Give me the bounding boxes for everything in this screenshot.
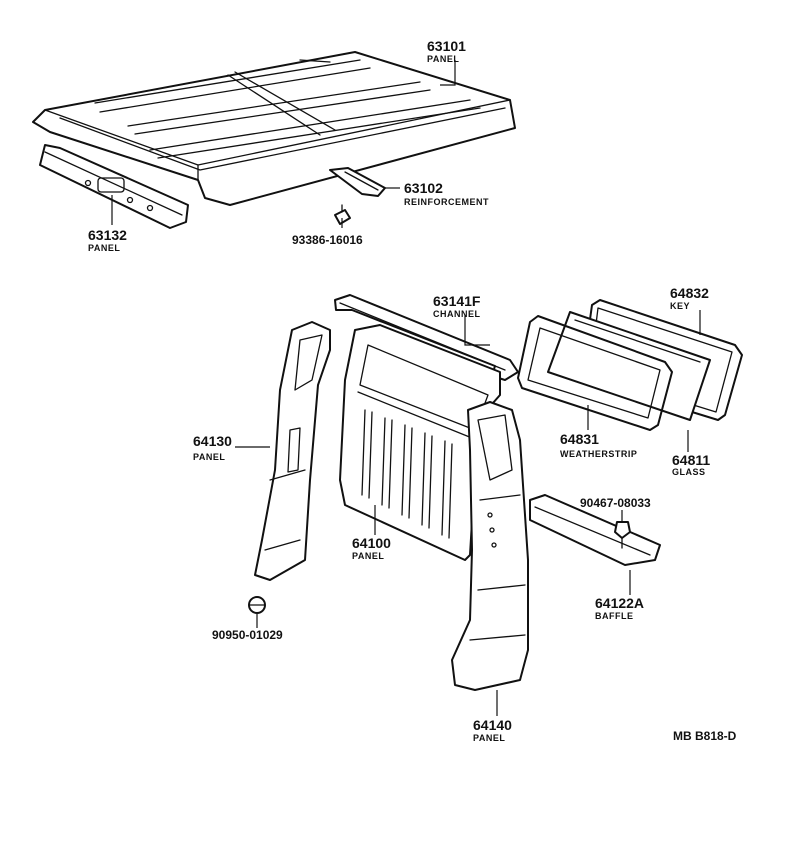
- svg-text:PANEL: PANEL: [193, 452, 225, 462]
- bolt-drawing: [614, 521, 631, 549]
- leader-lines: [111, 60, 701, 716]
- label-63101: 63101 PANEL: [427, 38, 466, 64]
- label-63102: 63102 REINFORCEMENT: [404, 180, 489, 207]
- svg-text:90467-08033: 90467-08033: [580, 496, 651, 510]
- svg-text:63102: 63102: [404, 180, 443, 196]
- roof-panel-drawing: [32, 51, 516, 206]
- svg-text:90950-01029: 90950-01029: [212, 628, 283, 642]
- svg-text:64100: 64100: [352, 535, 391, 551]
- svg-text:64140: 64140: [473, 717, 512, 733]
- svg-text:64831: 64831: [560, 431, 599, 447]
- svg-text:64811: 64811: [672, 452, 710, 468]
- svg-text:93386-16016: 93386-16016: [292, 233, 363, 247]
- svg-text:PANEL: PANEL: [352, 551, 384, 561]
- svg-text:KEY: KEY: [670, 301, 690, 311]
- glass-drawing: [547, 311, 711, 421]
- baffle-drawing: [529, 494, 661, 566]
- label-64140: 64140 PANEL: [473, 717, 512, 743]
- label-64122A: 64122A BAFFLE: [595, 595, 644, 621]
- label-64130: 64130 PANEL: [193, 433, 232, 462]
- svg-text:PANEL: PANEL: [473, 733, 505, 743]
- svg-text:64122A: 64122A: [595, 595, 644, 611]
- header-panel-drawing: [39, 144, 189, 229]
- label-63132: 63132 PANEL: [88, 227, 127, 253]
- svg-text:REINFORCEMENT: REINFORCEMENT: [404, 197, 489, 207]
- svg-text:PANEL: PANEL: [427, 54, 459, 64]
- svg-text:63141F: 63141F: [433, 293, 481, 309]
- svg-text:PANEL: PANEL: [88, 243, 120, 253]
- svg-text:CHANNEL: CHANNEL: [433, 309, 481, 319]
- svg-text:63101: 63101: [427, 38, 466, 54]
- grommet-drawing: [248, 596, 266, 614]
- svg-text:WEATHERSTRIP: WEATHERSTRIP: [560, 449, 637, 459]
- label-64100: 64100 PANEL: [352, 535, 391, 561]
- label-64831: 64831 WEATHERSTRIP: [560, 431, 637, 459]
- weatherstrip-drawing: [517, 315, 673, 431]
- svg-text:64130: 64130: [193, 433, 232, 449]
- clip-drawing: [334, 204, 351, 225]
- reinforcement-drawing: [329, 167, 386, 197]
- label-64811: 64811 GLASS: [672, 452, 710, 477]
- svg-text:64832: 64832: [670, 285, 709, 301]
- label-90467: 90467-08033: [580, 496, 651, 510]
- svg-text:BAFFLE: BAFFLE: [595, 611, 634, 621]
- label-63141F: 63141F CHANNEL: [433, 293, 481, 319]
- left-pillar-drawing: [254, 321, 331, 581]
- svg-text:GLASS: GLASS: [672, 467, 706, 477]
- label-64832: 64832 KEY: [670, 285, 709, 311]
- label-93386: 93386-16016: [292, 233, 363, 247]
- label-90950: 90950-01029: [212, 628, 283, 642]
- right-pillar-drawing: [451, 401, 529, 691]
- svg-text:63132: 63132: [88, 227, 127, 243]
- figure-code: MB B818-D: [673, 729, 737, 743]
